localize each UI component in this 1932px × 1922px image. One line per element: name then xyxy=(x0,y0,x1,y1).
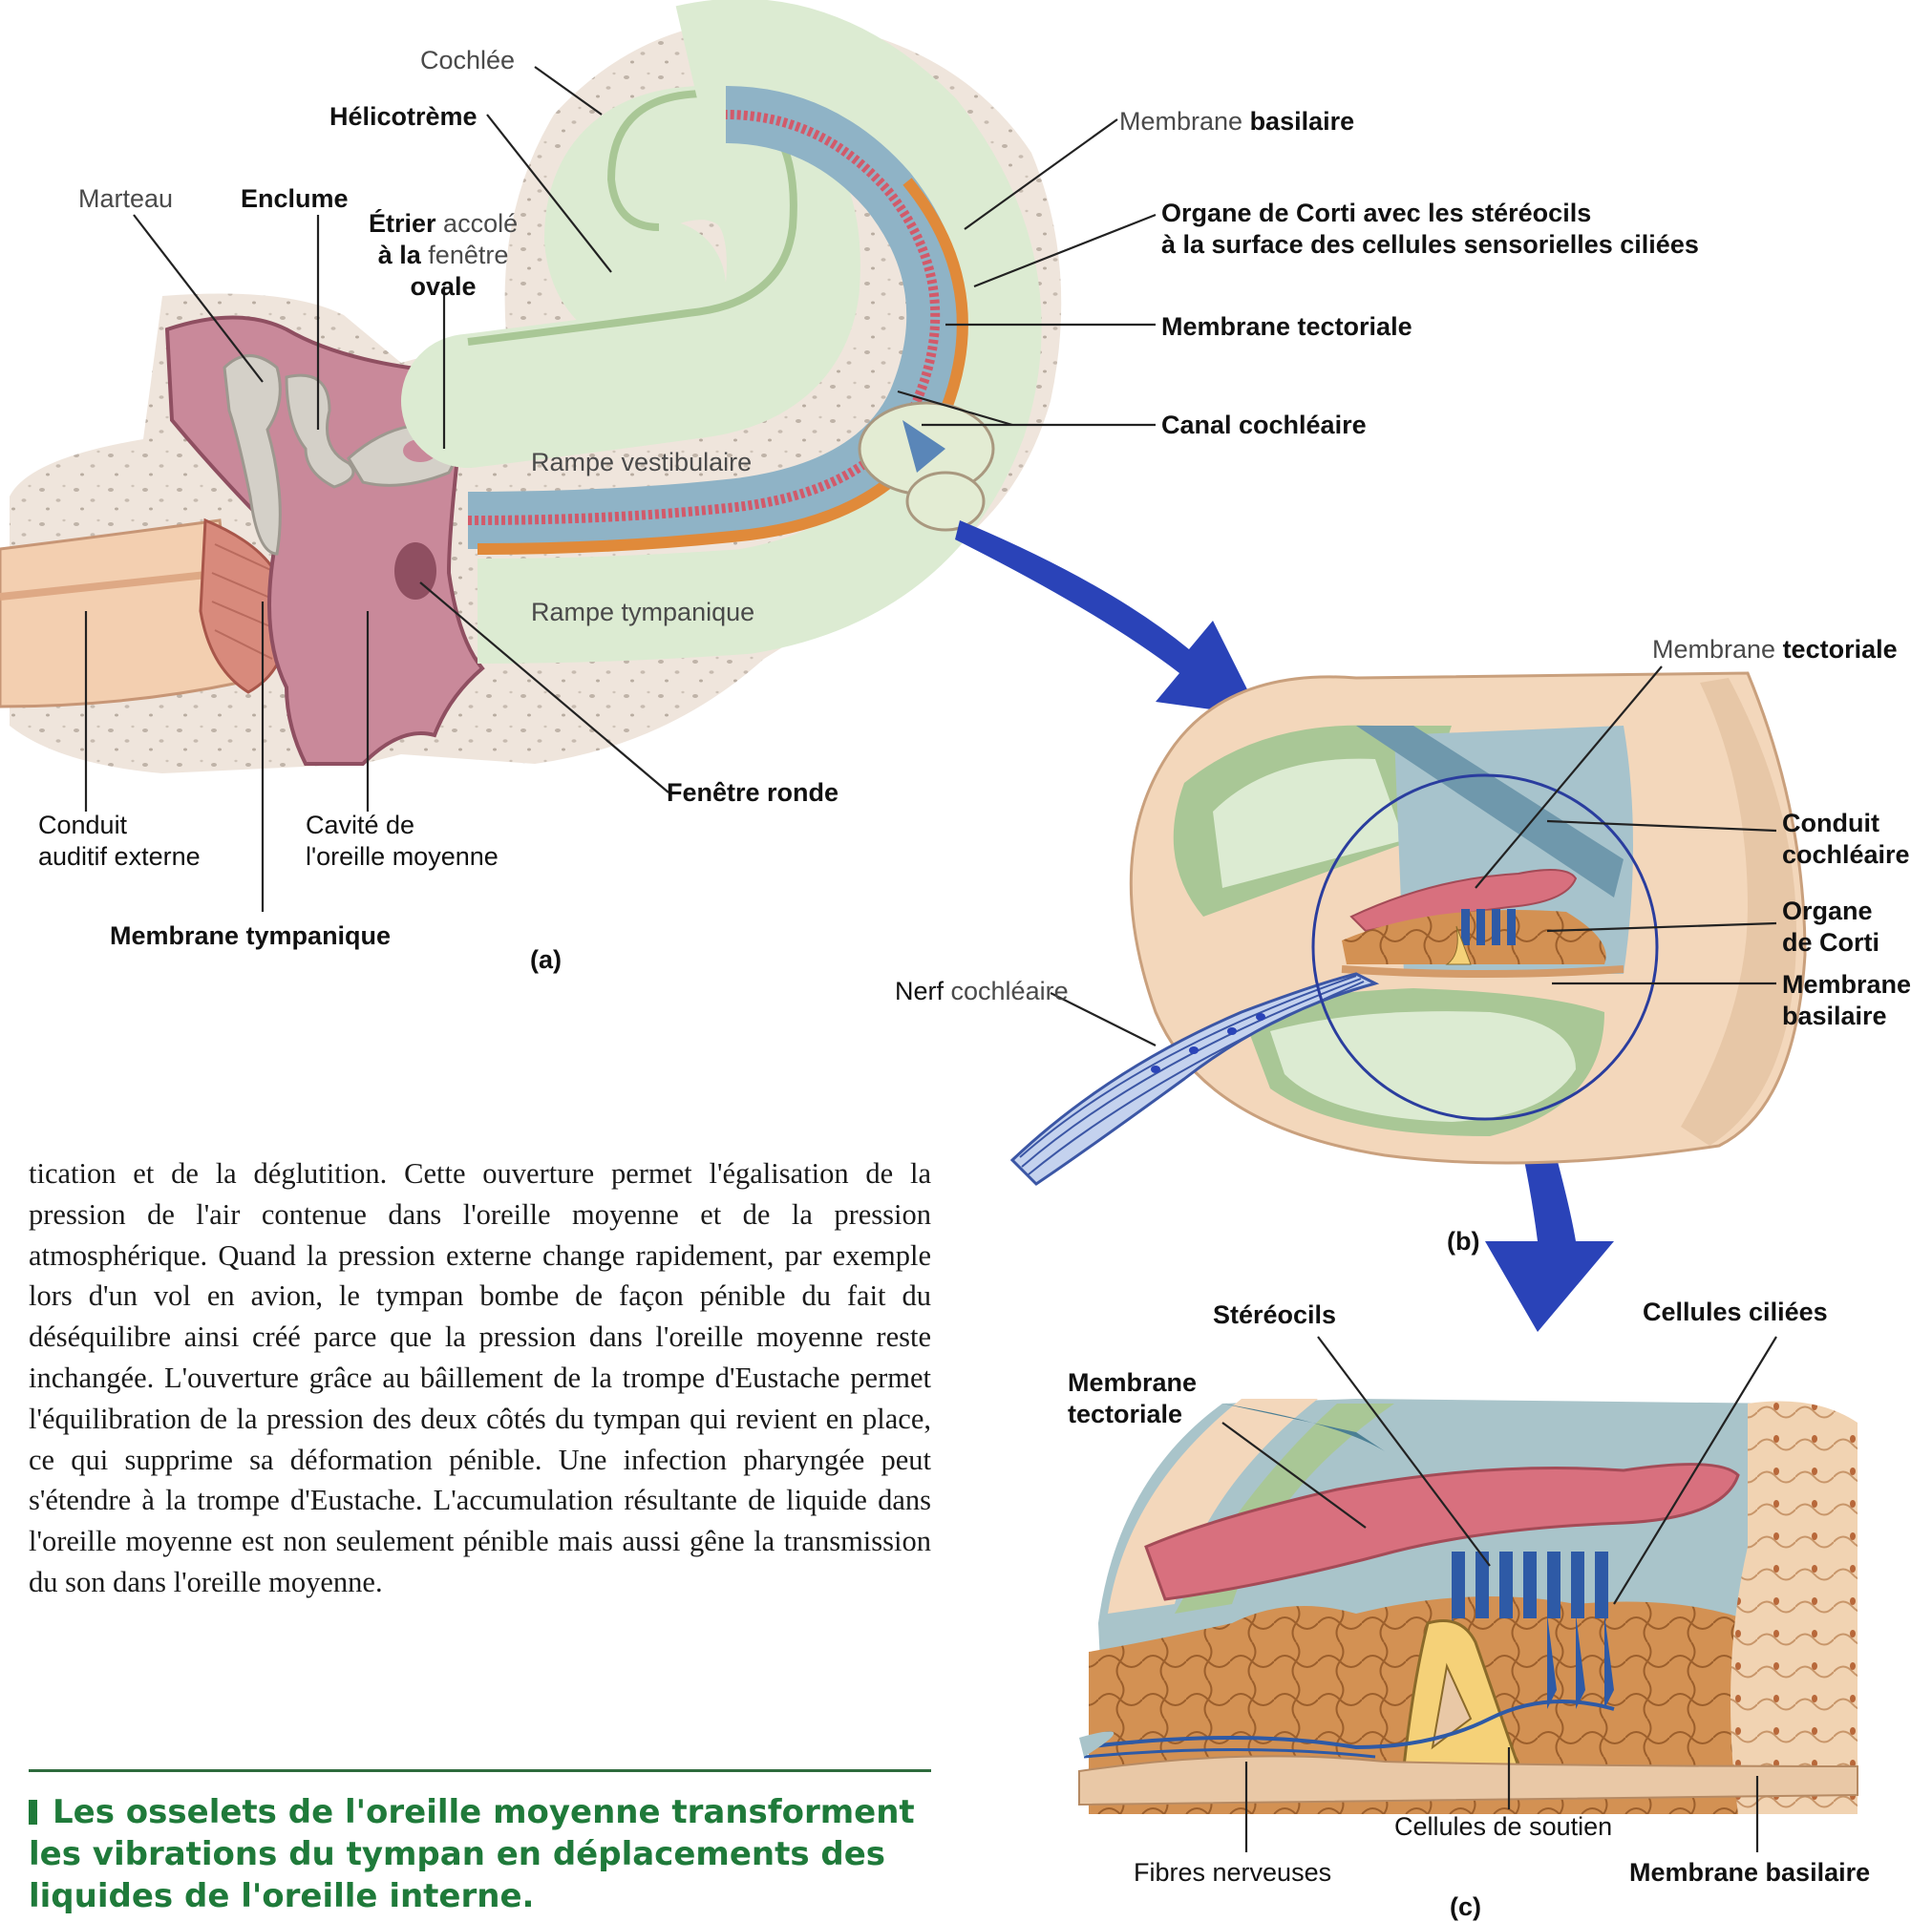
figure-tag-c: (c) xyxy=(1450,1892,1481,1922)
label-cellules-soutien: Cellules de soutien xyxy=(1394,1811,1612,1843)
lateral-cells xyxy=(1730,1402,1858,1815)
label-marteau: Marteau xyxy=(78,183,173,215)
body-paragraph: tication et de la déglutition. Cette ouv… xyxy=(29,1153,931,1603)
label-etrier: Étrier accolé à la fenêtre ovale xyxy=(369,208,518,303)
label-rampe-vestibulaire: Rampe vestibulaire xyxy=(531,447,752,478)
section-divider xyxy=(29,1769,931,1772)
label-cochlee: Cochlée xyxy=(420,45,515,76)
panel-b-cochlea-cross-section xyxy=(1012,666,1805,1184)
label-stereocils: Stéréocils xyxy=(1213,1299,1336,1331)
label-membrane-basilaire-c: Membrane basilaire xyxy=(1629,1857,1870,1889)
label-canal-cochleaire: Canal cochléaire xyxy=(1161,410,1367,441)
label-nerf-cochleaire: Nerf cochléaire xyxy=(895,976,1069,1007)
section-heading: Les osselets de l'oreille moyenne transf… xyxy=(29,1791,926,1917)
heading-bullet xyxy=(29,1800,37,1825)
label-membrane-tympanique: Membrane tympanique xyxy=(110,920,391,952)
figure-tag-b: (b) xyxy=(1447,1227,1479,1257)
label-rampe-tympanique: Rampe tympanique xyxy=(531,597,754,628)
label-membrane-basilaire-a: Membrane basilaire xyxy=(1119,106,1354,137)
label-membrane-tectoriale-a: Membrane tectoriale xyxy=(1161,311,1412,343)
section-heading-text: Les osselets de l'oreille moyenne transf… xyxy=(29,1793,915,1915)
figure-tag-a: (a) xyxy=(530,945,562,975)
label-cellules-ciliees: Cellules ciliées xyxy=(1643,1297,1828,1328)
label-helicotreme: Hélicotrème xyxy=(329,101,478,133)
label-fibres-nerveuses: Fibres nerveuses xyxy=(1134,1857,1331,1889)
label-fenetre-ronde: Fenêtre ronde xyxy=(667,777,839,809)
zoom-arrow-a-to-b xyxy=(955,520,1261,716)
label-membrane-tectoriale-b: Membrane tectoriale xyxy=(1652,634,1898,665)
label-enclume: Enclume xyxy=(241,183,349,215)
